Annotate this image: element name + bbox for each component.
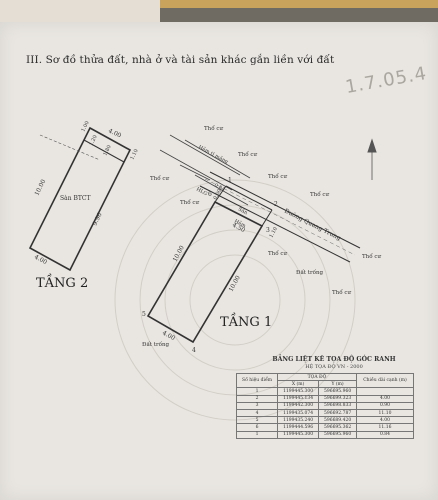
- tho-cu-label-4: Thổ cư: [180, 199, 199, 206]
- table-header-group: TỌA ĐỘ: [277, 372, 357, 382]
- north-arrow-icon: [367, 138, 377, 180]
- table-cell: 1: [235, 387, 279, 396]
- point-label-2: 2: [274, 201, 278, 208]
- table-cell: 1199445.300: [277, 387, 320, 396]
- point-label-6: 6: [208, 191, 212, 198]
- table-header-y: Y (m): [318, 380, 357, 389]
- floor1-dim-3: 1.10: [268, 226, 279, 239]
- tho-cu-label-5: Thổ cư: [268, 173, 287, 180]
- table-cell: 596699.323: [318, 394, 357, 403]
- floor2-dim-left: 10.00: [34, 178, 48, 197]
- point-label-4: 4: [192, 347, 196, 354]
- table-cell: 4.00: [355, 416, 415, 425]
- hem-label: Hẻm: [233, 218, 247, 230]
- table-cell: 596695.960: [318, 387, 357, 396]
- table-title: BẢNG LIỆT KÊ TỌA ĐỘ GÓC RANH: [272, 356, 396, 363]
- table-row: 2 1199445.134 596699.323 4.00: [235, 394, 415, 403]
- floor2-dim-3: 1.80: [102, 144, 112, 157]
- alley-lines: [159, 134, 251, 206]
- tho-cu-label-9: Thổ cư: [332, 289, 351, 296]
- table-cell: 5: [235, 416, 279, 425]
- road-label: Đường Quang Trung: [283, 208, 342, 243]
- tho-cu-label-2: Thổ cư: [238, 151, 257, 158]
- table-cell: 1199435.240: [277, 416, 320, 425]
- table-header-x: X (m): [277, 380, 320, 389]
- coordinates-table-section: BẢNG LIỆT KÊ TỌA ĐỘ GÓC RANH HỆ TỌA ĐỘ V…: [235, 356, 415, 439]
- table-cell: 3: [235, 401, 279, 410]
- table-cell: 11.10: [355, 408, 415, 418]
- table-row: 4 1199435.074 596692.787 11.10: [235, 408, 415, 418]
- table-cell: 1: [235, 430, 279, 439]
- hlg-label: HLG: [195, 186, 208, 197]
- floor2-dim-4: 1.10: [129, 148, 139, 161]
- table-cell: 596695.362: [318, 423, 357, 432]
- tho-cu-label-1: Thổ cư: [204, 125, 223, 132]
- table-row: 5 1199435.240 596689.420 4.00: [235, 416, 415, 425]
- section-title: III. Sơ đồ thửa đất, nhà ở và tài sản kh…: [26, 54, 335, 66]
- floor1-plan: 10.00 10.00 4.00 4.50 0.84 0.60 1.10 1 2…: [142, 177, 279, 354]
- table-cell: 1199435.074: [277, 408, 320, 418]
- point-label-1: 1: [228, 177, 232, 184]
- table-cell: 2: [235, 394, 279, 403]
- table-row: 1 1199445.300 596695.960 0.84: [235, 430, 415, 439]
- floor1-dim-1: 0.84: [213, 182, 226, 193]
- table-row: 3 1199442.300 596698.833 0.90: [235, 401, 415, 410]
- floor1-dim-right: 10.00: [228, 274, 242, 293]
- floor2-plan: Sàn BTCT 4.00 10.00 9.96 4.00 1.00 1.20 …: [28, 120, 140, 291]
- floor2-dim-1: 1.00: [80, 120, 90, 133]
- floor2-label: TẦNG 2: [36, 273, 88, 291]
- point-label-5: 5: [142, 311, 146, 318]
- background-table-edge: [160, 0, 438, 8]
- table-cell: [355, 387, 415, 396]
- floor2-dim-bottom: 4.00: [33, 254, 48, 267]
- coordinates-table: Số hiệu điểm TỌA ĐỘ Chiều dài cạnh (m) X…: [235, 372, 415, 439]
- table-row: 1 1199445.300 596695.960: [235, 387, 415, 396]
- floor2-dim-2: 1.20: [88, 134, 98, 147]
- dat-trong-label-2: Đất trống: [142, 341, 170, 348]
- table-cell: 11.16: [355, 423, 415, 432]
- tho-cu-label-6: Thổ cư: [310, 191, 329, 198]
- table-cell: 6: [235, 423, 279, 432]
- floor2-dim-right: 9.96: [92, 212, 104, 227]
- table-row: 6 1199444.596 596695.362 11.16: [235, 423, 415, 432]
- watermark-pattern: [114, 179, 356, 421]
- floor1-dim-2: 0.60: [212, 188, 223, 201]
- background-edge: [0, 0, 160, 22]
- table-cell: 596689.420: [318, 416, 357, 425]
- floor1-label: TẦNG 1: [220, 312, 272, 330]
- tho-cu-label-3: Thổ cư: [150, 175, 169, 182]
- table-cell: 4.00: [355, 394, 415, 403]
- table-cell: 596698.833: [318, 401, 357, 410]
- tho-cu-label-8: Thổ cư: [362, 253, 381, 260]
- san-label: Sân: [237, 206, 249, 217]
- table-header-point: Số hiệu điểm: [235, 372, 279, 389]
- table-cell: 1199442.300: [277, 401, 320, 410]
- hem-mang-label: Hẻm tl mảng: [197, 144, 230, 166]
- floor2-dim-top: 4.00: [107, 127, 122, 139]
- dat-trong-label-1: Đất trống: [296, 269, 324, 276]
- table-cell: 0.84: [355, 430, 415, 439]
- table-cell: 0.90: [355, 401, 415, 410]
- table-cell: 596692.787: [318, 408, 357, 418]
- table-header-length: Chiều dài cạnh (m): [355, 372, 415, 389]
- table-cell: 4: [235, 408, 279, 418]
- table-cell: 1199445.134: [277, 394, 320, 403]
- floor2-room-label: Sàn BTCT: [60, 195, 90, 202]
- table-cell: 1199445.300: [277, 430, 320, 439]
- table-cell: 596695.960: [318, 430, 357, 439]
- tho-cu-label-7: Thổ cư: [268, 250, 287, 257]
- table-cell: 1199444.596: [277, 423, 320, 432]
- point-label-3: 3: [266, 227, 270, 234]
- table-subtitle: HỆ TỌA ĐỘ VN - 2000: [305, 364, 363, 370]
